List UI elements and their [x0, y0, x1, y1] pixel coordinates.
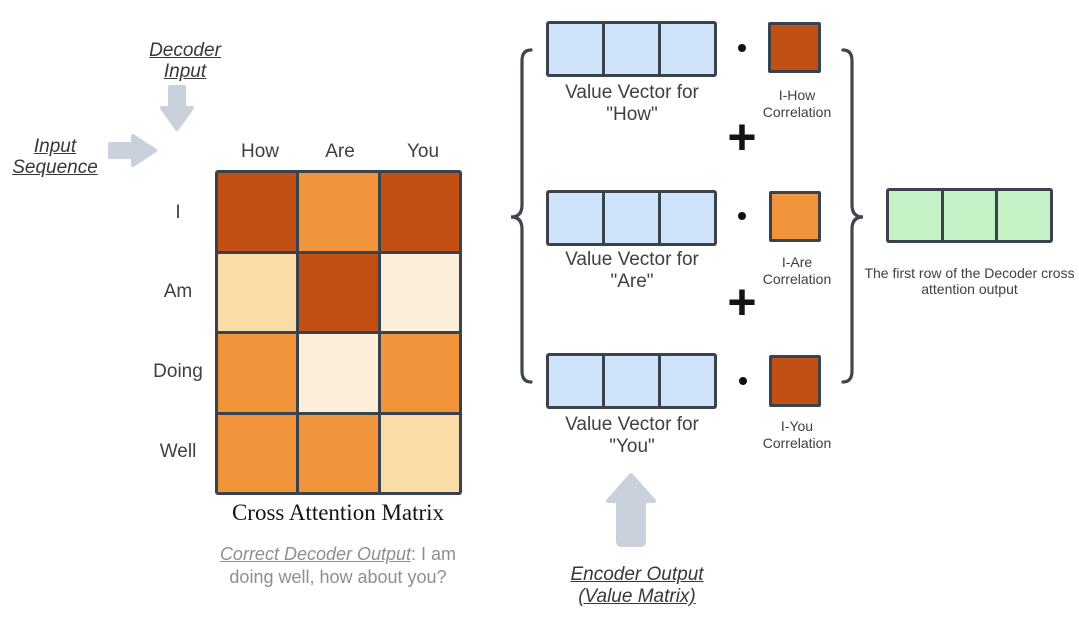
vector-cell [661, 356, 714, 406]
value-vector-how-label-line1: Value Vector for [565, 82, 699, 103]
matrix-cell [299, 253, 378, 331]
matrix-row-label-doing: Doing [153, 361, 203, 382]
input-sequence-arrow-icon [108, 134, 157, 167]
matrix-cell [299, 414, 378, 492]
matrix-title: Cross Attention Matrix [231, 500, 445, 525]
output-vector-cell [998, 191, 1050, 240]
value-vector-you-label-line1: Value Vector for [565, 414, 699, 435]
value-vector-are-label-line2: "Are" [610, 271, 654, 292]
decoder-output-vector [886, 188, 1053, 243]
encoder-output-label-line1: Encoder Output [570, 564, 704, 585]
matrix-cell [299, 334, 378, 412]
decoder-output-label: The first row of the Decoder cross atten… [827, 265, 1079, 297]
vector-cell [605, 193, 658, 243]
matrix-col-header-you: You [406, 141, 440, 162]
vector-cell [605, 356, 658, 406]
correlation-square-i-are [769, 191, 821, 242]
correlation-label-i-you: I-You Correlation [737, 418, 857, 452]
matrix-row-label-am: Am [163, 281, 193, 302]
matrix-caption-rest: : I am doing well, how about you? [229, 544, 457, 587]
matrix-row-label-well: Well [159, 441, 197, 462]
encoder-output-arrow-icon [606, 473, 656, 547]
right-brace-icon [841, 48, 864, 384]
cross-attention-matrix [215, 170, 462, 495]
output-vector-cell [889, 191, 941, 240]
value-vector-you-label-line2: "You" [609, 436, 655, 457]
decoder-input-arrow-icon [160, 85, 194, 131]
vector-cell [549, 356, 602, 406]
input-sequence-label-line1: Input [33, 136, 77, 157]
correlation-square-i-how [768, 22, 821, 73]
input-sequence-label: Input Sequence [0, 136, 110, 178]
vector-cell [549, 193, 602, 243]
plus-sign: + [727, 274, 757, 330]
vector-cell [549, 24, 602, 74]
value-vector-you-label: Value Vector for "You" [542, 414, 722, 458]
correlation-square-i-you [769, 355, 821, 407]
vector-cell [605, 24, 658, 74]
matrix-cell [380, 173, 459, 251]
output-vector-cell [943, 191, 996, 240]
matrix-cell [218, 253, 297, 331]
decoder-output-label-line2: attention output [921, 281, 1018, 297]
value-vector-are-label: Value Vector for "Are" [542, 249, 722, 293]
correlation-label-i-how-line2: Correlation [762, 104, 832, 120]
correlation-label-i-you-line1: I-You [780, 418, 814, 434]
value-vector-are [546, 190, 717, 246]
decoder-output-label-line1: The first row of the Decoder cross [864, 265, 1075, 281]
correlation-label-i-are: I-Are Correlation [737, 254, 857, 288]
decoder-input-label-line1: Decoder [149, 40, 221, 61]
value-vector-how-label: Value Vector for "How" [542, 82, 722, 126]
decoder-input-label-line2: Input [163, 61, 207, 82]
input-sequence-label-line2: Sequence [12, 157, 98, 178]
value-vector-how-label-line2: "How" [606, 104, 658, 125]
matrix-row-label-i: I [175, 202, 181, 223]
matrix-cell [218, 414, 297, 492]
matrix-col-header-are: Are [325, 141, 355, 162]
matrix-cell [380, 414, 459, 492]
plus-sign: + [727, 109, 757, 165]
matrix-cell [218, 173, 297, 251]
left-brace-icon [510, 48, 533, 384]
correlation-label-i-you-line2: Correlation [762, 435, 832, 451]
value-vector-are-label-line1: Value Vector for [565, 249, 699, 270]
value-vector-how [546, 21, 717, 77]
matrix-caption: Correct Decoder Output: I am doing well,… [212, 543, 464, 589]
encoder-output-label-line2: (Value Matrix) [578, 586, 696, 607]
correlation-label-i-are-line1: I-Are [781, 254, 813, 270]
decoder-input-label: Decoder Input [110, 40, 260, 82]
matrix-cell [218, 334, 297, 412]
encoder-output-label: Encoder Output (Value Matrix) [547, 564, 727, 608]
correlation-label-i-are-line2: Correlation [762, 271, 832, 287]
value-vector-you [546, 353, 717, 409]
correlation-label-i-how-line1: I-How [778, 87, 816, 103]
vector-cell [661, 193, 714, 243]
matrix-cell [380, 334, 459, 412]
dot-product-icon [738, 212, 746, 220]
correlation-label-i-how: I-How Correlation [737, 87, 857, 121]
dot-product-icon [738, 44, 746, 52]
matrix-caption-emphasis: Correct Decoder Output [219, 544, 412, 564]
matrix-col-header-how: How [240, 141, 279, 162]
dot-product-icon [739, 377, 747, 385]
matrix-cell [299, 173, 378, 251]
vector-cell [661, 24, 714, 74]
matrix-cell [380, 253, 459, 331]
